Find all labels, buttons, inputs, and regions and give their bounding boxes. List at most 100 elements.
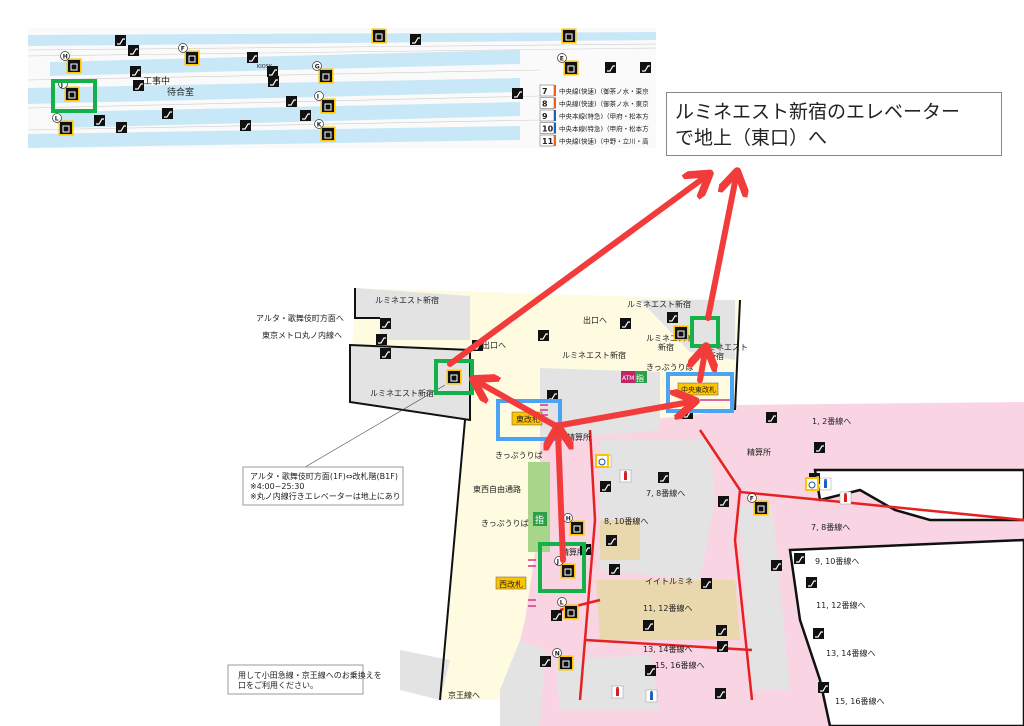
track-label: 中央線(快速)（中野・立川・高 <box>559 137 649 146</box>
womens-restroom-icon <box>611 685 624 699</box>
route-arrow <box>553 402 690 429</box>
elevator-letter: J <box>556 559 559 566</box>
ticket-machines-label: きっぷうりば <box>481 519 529 528</box>
fare-adjustment-label: 精算所 <box>567 432 591 442</box>
wheelchair-icon <box>805 477 819 491</box>
escalator-icon <box>620 318 631 329</box>
escalator-icon <box>551 610 562 621</box>
note-line: アルタ・歌舞伎町方面(1F)⇔改札階(B1F) <box>250 471 398 481</box>
escalator-icon <box>410 34 421 45</box>
lumine-est-label: 新宿 <box>708 351 724 361</box>
west-gate[interactable] <box>495 576 527 590</box>
elevator-icon[interactable]: I <box>314 91 336 114</box>
east-gate-label: 東改札 <box>516 414 540 424</box>
escalator-icon <box>716 625 727 636</box>
elevator-icon[interactable] <box>371 28 387 44</box>
escalator-icon <box>806 577 817 588</box>
elevator-icon[interactable]: N <box>552 648 574 671</box>
womens-restroom-icon <box>839 491 852 505</box>
lumine-est-label: 新宿 <box>658 342 674 352</box>
escalator-icon <box>701 578 712 589</box>
highlight-east-gate <box>496 399 562 441</box>
callout-line: ルミネエスト新宿のエレベーター <box>675 101 961 123</box>
note-line: ※4:00~25:30 <box>250 482 304 491</box>
elevator-icon[interactable] <box>446 369 462 385</box>
note-line: 口をご利用ください。 <box>238 680 318 690</box>
escalator-icon <box>606 535 617 546</box>
itoru-mine-label: イイトルミネ <box>645 577 693 586</box>
mens-restroom-icon <box>819 477 832 491</box>
escalator-icon <box>814 442 825 453</box>
escalator-icon <box>818 682 829 693</box>
track-number: 9 <box>542 112 548 121</box>
escalator-icon <box>130 66 141 77</box>
escalator-icon <box>300 110 311 121</box>
escalator-icon <box>645 665 656 676</box>
note-box-2 <box>227 664 364 695</box>
callout-box: ルミネエスト新宿のエレベーター で地上（東口）へ <box>666 92 1002 156</box>
escalator-icon <box>115 35 126 46</box>
fare-adjustment-label: 精算所 <box>747 447 771 457</box>
free-passage-label: 東西自由通路 <box>473 484 521 494</box>
escalator-icon <box>715 688 726 699</box>
elevator-icon[interactable]: H <box>60 51 82 74</box>
escalator-icon <box>766 412 777 423</box>
escalator-icon <box>247 52 258 63</box>
west-gate-label: 西改札 <box>499 579 523 589</box>
route-arrow <box>478 382 559 429</box>
platform-label: 1, 2番線へ <box>812 416 851 426</box>
escalator-icon <box>794 553 805 564</box>
elevator-icon[interactable]: K <box>314 119 336 142</box>
platform-label: 11, 12番線へ <box>643 603 692 613</box>
elevator-icon[interactable]: G <box>312 61 334 84</box>
elevator-letter: I <box>317 94 319 101</box>
ticket-machines-label: きっぷうりば <box>646 363 694 372</box>
escalator-icon <box>162 108 173 119</box>
elevator-icon[interactable]: J <box>58 79 80 102</box>
track-number: 7 <box>542 87 548 96</box>
womens-restroom-icon <box>619 469 632 483</box>
elevator-icon[interactable]: F <box>747 493 769 516</box>
callout-line: で地上（東口）へ <box>675 127 828 149</box>
escalator-icon <box>609 564 620 575</box>
track-number: 11 <box>542 137 554 146</box>
track-number: 8 <box>542 100 548 109</box>
elevator-icon[interactable]: E <box>557 53 579 76</box>
elevator-icon[interactable]: L <box>557 597 579 620</box>
escalator-icon <box>813 628 824 639</box>
escalator-icon <box>380 318 391 329</box>
platform-label: 8, 10番線へ <box>604 516 648 526</box>
elevator-icon[interactable]: F <box>178 43 200 66</box>
exit-label: 出口へ <box>482 340 506 350</box>
escalator-icon <box>605 62 616 73</box>
escalator-icon <box>538 330 549 341</box>
escalator-icon <box>116 122 127 133</box>
escalator-icon <box>512 88 523 99</box>
elevator-letter: L <box>560 600 564 607</box>
wheelchair-icon <box>595 454 609 468</box>
under-construction-label: 工事中 <box>143 75 170 87</box>
reserved-seat-label-2: 指 <box>535 514 544 526</box>
elevator-letter: G <box>315 64 320 71</box>
track-label: 中央本線(特急)（甲府・松本方 <box>559 124 649 133</box>
elevator-icon[interactable] <box>561 28 577 44</box>
elevator-letter: L <box>55 116 59 123</box>
platform-label: 7, 8番線へ <box>646 488 685 498</box>
platform-label: 15, 16番線へ <box>655 660 704 670</box>
escalator-icon <box>640 62 651 73</box>
metro-direction-label: 東京メトロ丸ノ内線へ <box>262 330 342 340</box>
elevator-letter: J <box>60 82 63 89</box>
lumine-est-label: ルミネエスト <box>700 343 748 352</box>
mens-restroom-icon <box>645 689 658 703</box>
escalator-icon <box>133 80 144 91</box>
elevator-icon[interactable] <box>673 325 689 341</box>
platform-label: 13, 14番線へ <box>826 648 875 658</box>
track-row: 11 中央線(快速)（中野・立川・高 <box>539 134 649 147</box>
note-box <box>242 466 404 506</box>
elevator-icon[interactable]: H <box>563 513 585 536</box>
elevator-icon[interactable]: L <box>52 113 74 136</box>
escalator-icon <box>718 496 729 507</box>
